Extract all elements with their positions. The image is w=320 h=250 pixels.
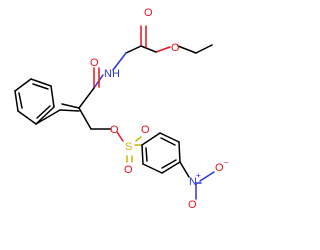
bond-ester-o	[155, 46, 171, 53]
bond-ring-n	[179, 161, 190, 178]
molecule-diagram: O O NH O O S O O N + O O −	[14, 7, 229, 211]
ring2-bond-6	[141, 144, 144, 165]
bond-ch-ch2-a	[61, 103, 80, 109]
ring2-double-1	[160, 137, 176, 146]
bond-glycine-ch2	[125, 45, 142, 54]
ring2-bond-3	[178, 141, 181, 163]
phenyl-bond-3	[14, 78, 32, 92]
ring2-double-3	[145, 147, 148, 162]
bond-ch-ch2-b	[59, 109, 80, 112]
phenyl-bond-4	[30, 78, 52, 87]
amide-nh-label: NH	[104, 68, 120, 80]
structure-canvas: O O NH O O S O O N + O O −	[14, 7, 229, 211]
nitro-o-left-label: O	[188, 199, 197, 211]
amide-o-label: O	[90, 57, 99, 69]
ring2-bond-1	[141, 132, 161, 146]
phenyl-bond-1	[17, 110, 37, 125]
phenyl-bond-6	[35, 106, 55, 125]
phenyl-double-2	[32, 83, 49, 90]
ether-o-label: O	[110, 124, 119, 136]
bond-lines	[14, 25, 215, 200]
bond-amide-ch	[78, 87, 95, 109]
ring2-bond-4	[161, 161, 181, 174]
bond-ethyl-ch2	[177, 45, 197, 54]
bond-ethyl-ch3	[195, 44, 213, 54]
bond-ester-c	[140, 45, 157, 53]
ring2-double-2	[161, 159, 177, 169]
nitro-n-charge: +	[196, 171, 201, 180]
sulfonyl-o-top-label: O	[141, 124, 150, 136]
ring2-bond-2	[159, 132, 180, 143]
ring2-bond-5	[142, 163, 163, 174]
ester-carbonyl-o-label: O	[144, 7, 153, 19]
atom-labels: O O NH O O S O O N + O O −	[90, 7, 229, 211]
nitro-o-charge: −	[224, 158, 229, 167]
bond-ch2-n	[112, 52, 127, 71]
bond-s-o-top	[135, 136, 142, 142]
sulfonyl-o-bottom-label: O	[124, 164, 133, 176]
ester-o-label: O	[171, 42, 180, 54]
phenyl-double-1	[18, 92, 23, 109]
phenyl-double-3	[36, 105, 51, 119]
bond-ch-ch2o	[78, 107, 92, 130]
bond-o-s	[116, 131, 124, 142]
bond-n-o-right	[199, 171, 215, 182]
nitro-o-right-label: O	[215, 162, 224, 174]
nitro-n-label: N	[189, 176, 197, 188]
phenyl-bond-5	[50, 85, 55, 108]
sulfur-label: S	[125, 141, 132, 153]
phenyl-bond-2	[14, 90, 19, 112]
bond-ch2-phenyl	[35, 109, 61, 125]
